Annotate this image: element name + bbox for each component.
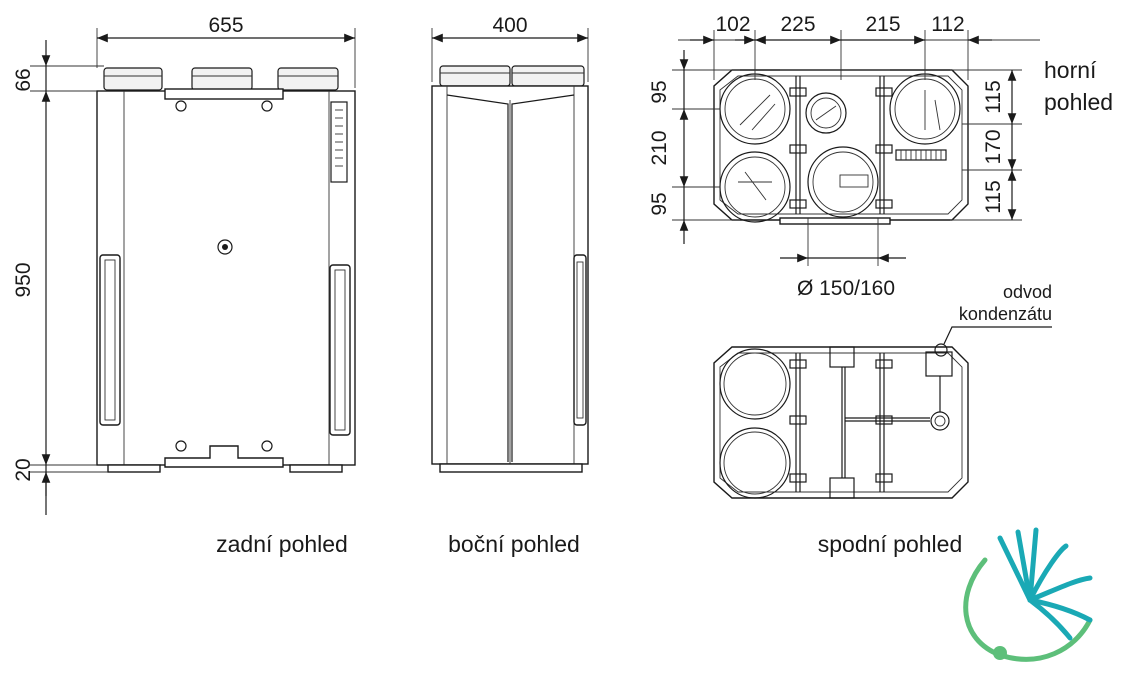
right-dim-1: 170	[982, 129, 1005, 164]
rear-body	[96, 90, 356, 466]
top-dim-3: 112	[931, 13, 964, 36]
rear-label-plate	[330, 101, 348, 183]
rear-bottom-height-dim: 20	[12, 458, 35, 481]
condensate-label-2: kondenzátu	[959, 304, 1052, 324]
side-view: 400 boční pohled	[431, 14, 589, 557]
rear-spigots	[103, 67, 339, 91]
side-width-dim: 400	[492, 14, 527, 37]
top-dim-0: 102	[715, 13, 750, 36]
brand-logo	[963, 527, 1093, 662]
condensate-drain-icon	[934, 343, 948, 357]
rear-right-handle	[329, 264, 351, 436]
bottom-duct-2	[719, 427, 791, 499]
bottom-view: odvod kondenzátu spodní pohled	[713, 282, 1052, 557]
condensate-label-1: odvod	[1003, 282, 1052, 302]
top-duct-3	[805, 92, 847, 134]
rear-width-dim: 655	[208, 14, 243, 37]
top-duct-4	[807, 146, 879, 218]
left-dim-2: 95	[648, 192, 671, 215]
rear-view-caption: zadní pohled	[216, 531, 348, 557]
top-view-caption-2: pohled	[1044, 89, 1113, 115]
diameter-dim: Ø 150/160	[797, 277, 895, 300]
top-view: 102 225 215 112 95 210 95 115 170 115	[648, 13, 1113, 300]
top-outline	[713, 69, 969, 221]
right-dim-2: 115	[982, 180, 1005, 213]
left-dim-1: 210	[648, 130, 671, 165]
bottom-duct-1	[719, 348, 791, 420]
right-dim-0: 115	[982, 80, 1005, 113]
left-dim-0: 95	[648, 80, 671, 103]
top-dim-1: 225	[780, 13, 815, 36]
rear-main-height-dim: 950	[12, 262, 35, 297]
side-view-caption: boční pohled	[448, 531, 580, 557]
rear-top-height-dim: 66	[12, 68, 35, 91]
rear-left-handle	[99, 254, 121, 426]
bottom-outline	[713, 346, 969, 499]
top-dim-2: 215	[865, 13, 900, 36]
rear-center-knob	[217, 239, 233, 255]
rear-view: 655 66 950 20 zadní pohled	[12, 14, 356, 557]
bottom-view-caption: spodní pohled	[818, 531, 963, 557]
top-view-caption-1: horní	[1044, 57, 1097, 83]
